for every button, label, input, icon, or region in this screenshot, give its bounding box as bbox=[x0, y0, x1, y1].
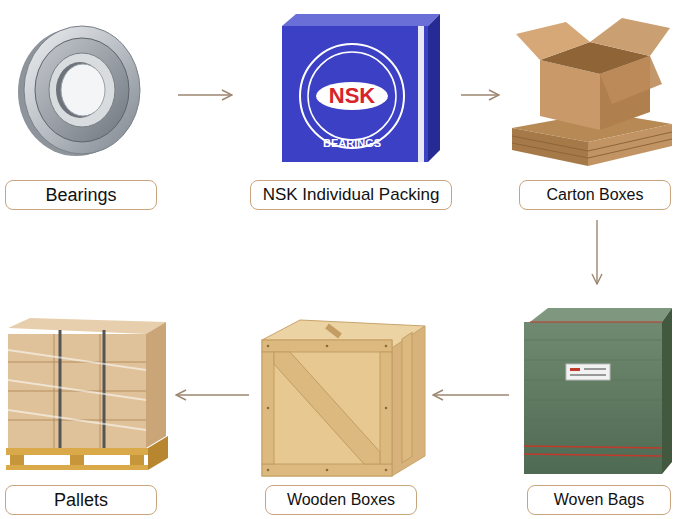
flow-arrow bbox=[461, 94, 499, 95]
step-label: Bearings bbox=[5, 180, 157, 210]
packing-step: Woven Bags bbox=[515, 290, 675, 516]
flow-arrow bbox=[596, 220, 597, 284]
step-label: Carton Boxes bbox=[519, 180, 671, 210]
nsk-box-picture bbox=[282, 14, 440, 162]
brand-text: BEARINGS bbox=[323, 138, 381, 149]
packing-step: Carton Boxes bbox=[505, 5, 675, 214]
woven-bag-picture bbox=[524, 308, 672, 474]
wooden-crate-picture bbox=[262, 320, 425, 476]
step-label: NSK Individual Packing bbox=[250, 180, 452, 210]
step-label: Wooden Boxes bbox=[265, 485, 417, 515]
flow-arrow bbox=[178, 94, 232, 95]
step-label: Woven Bags bbox=[527, 485, 671, 515]
flow-arrow bbox=[433, 394, 509, 395]
packing-step: Bearings bbox=[5, 5, 172, 214]
carton-picture bbox=[512, 18, 672, 166]
brand-logo: NSK bbox=[329, 85, 375, 107]
packing-step: Wooden Boxes bbox=[255, 310, 427, 516]
packing-step: Pallets bbox=[5, 310, 170, 516]
packing-step: NSK Individual Packing bbox=[238, 5, 455, 214]
bearing-picture bbox=[18, 26, 140, 156]
flow-arrow bbox=[176, 394, 249, 395]
pallet-picture bbox=[6, 318, 168, 470]
step-label: Pallets bbox=[5, 485, 157, 515]
